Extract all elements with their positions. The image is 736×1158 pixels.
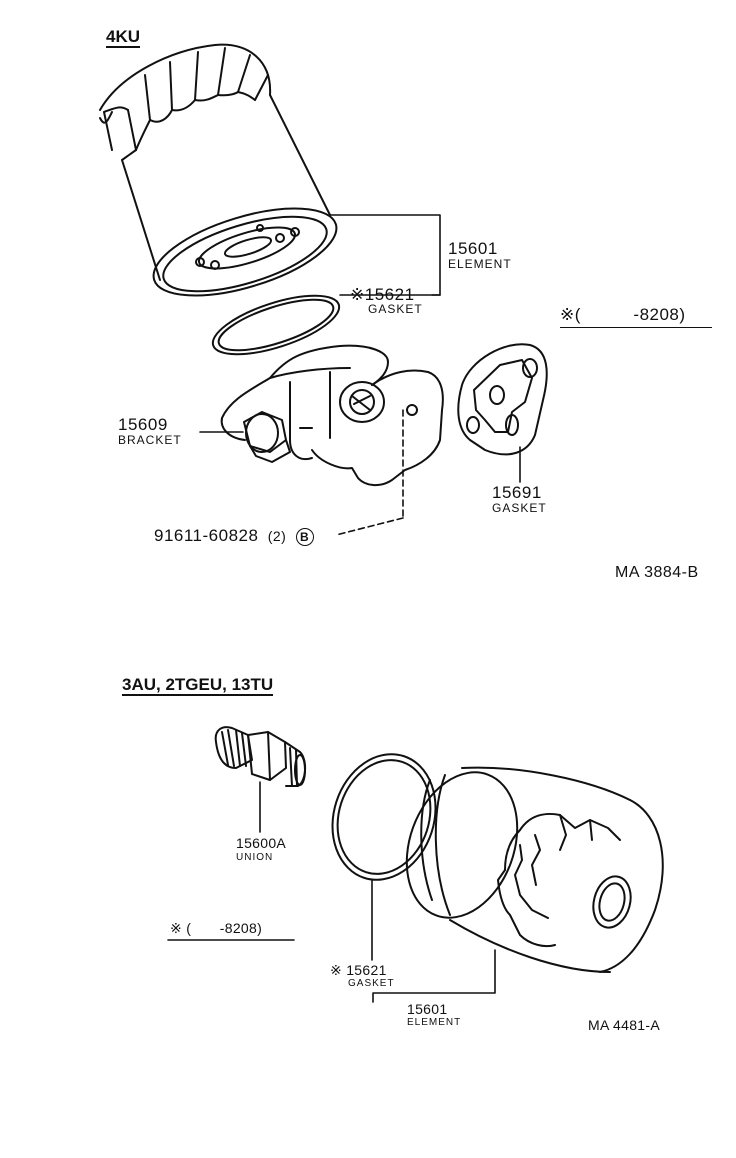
section-title-3au: 3AU, 2TGEU, 13TU [122, 675, 274, 696]
flange-gasket-part-name: GASKET [492, 501, 547, 515]
flange-gasket-15691 [457, 343, 548, 456]
flange-gasket-part-number: 15691 [492, 483, 542, 502]
range-note-4ku: ※( -8208) [560, 305, 686, 324]
oil-filter-bracket [220, 344, 444, 486]
union-15600a [214, 726, 306, 787]
union-part-number: 15600A [236, 835, 287, 851]
range-note-3au: ※ ( -8208) [170, 920, 263, 936]
bolt-label: 91611-60828 (2) B [154, 527, 314, 546]
gasket-ring-4ku [211, 294, 341, 356]
gasket-part-name: GASKET [368, 302, 423, 316]
bolt-badge: B [295, 527, 314, 546]
bracket-part-number: 15609 [118, 415, 168, 434]
diagram-ref-top: MA 3884-B [615, 564, 699, 581]
gasket-ring-3au [331, 753, 437, 881]
element-3au-part-number: 15601 [407, 1001, 448, 1017]
element-part-name: ELEMENT [448, 257, 512, 271]
bolt-quantity: (2) [267, 528, 287, 544]
oil-filter-element-3au [405, 766, 664, 973]
bracket-part-name: BRACKET [118, 433, 182, 447]
gasket-3au-part-name: GASKET [348, 978, 395, 989]
union-part-name: UNION [236, 852, 274, 863]
leader-lines-3au [167, 781, 496, 1003]
section-title-4ku: 4KU [106, 27, 141, 48]
diagram-ref-bottom: MA 4481-A [588, 1017, 660, 1033]
element-3au-part-name: ELEMENT [407, 1017, 462, 1028]
gasket-part-number: ※15621 [350, 285, 415, 304]
bolt-part-number: 91611-60828 [154, 526, 259, 545]
element-part-number: 15601 [448, 239, 498, 258]
gasket-3au-part-number: ※ 15621 [330, 962, 387, 978]
leader-lines-4ku [199, 214, 521, 536]
range-note-underline [560, 327, 712, 328]
oil-filter-element-4ku [99, 43, 338, 297]
